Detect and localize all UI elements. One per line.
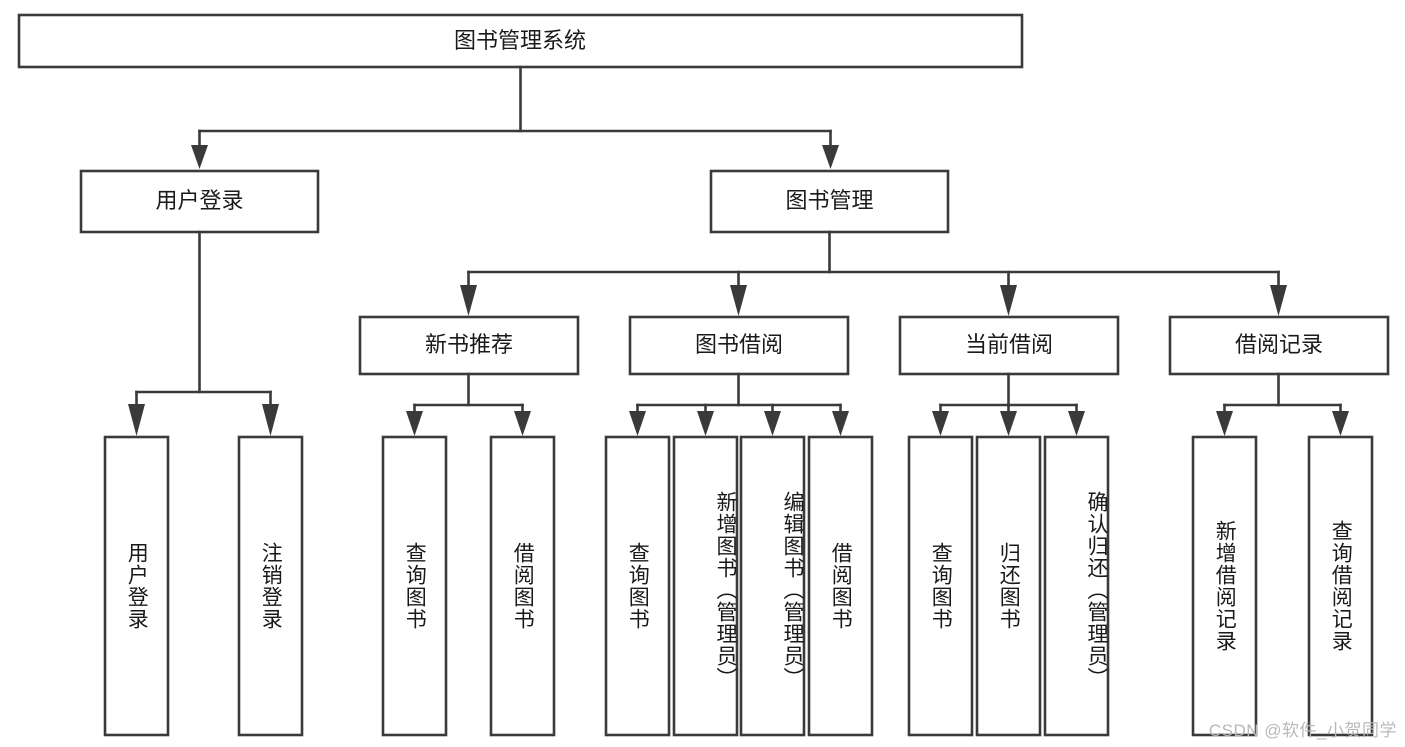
node-borrow-record[interactable] — [1168, 315, 1390, 376]
node-leaf-return-book[interactable] — [975, 435, 1042, 737]
node-user-login-label: 用户登录 — [155, 188, 243, 213]
node-book-management-label: 图书管理 — [785, 188, 873, 213]
watermark-text: CSDN @软件_小贺同学 — [1208, 721, 1397, 740]
arrow-icon-user-login-leaf-2 — [262, 404, 279, 436]
node-book-management[interactable] — [709, 169, 950, 234]
arrow-icon-root-to-user-login — [191, 145, 208, 169]
node-leaf-edit-book-admin[interactable] — [739, 435, 806, 737]
node-root-label: 图书管理系统 — [454, 28, 586, 53]
node-leaf-add-book-admin[interactable] — [672, 435, 739, 737]
arrow-icon-book-mgmt-to-new-book — [460, 285, 477, 316]
node-leaf-query-borrow-record[interactable] — [1307, 435, 1374, 737]
node-leaf-user-login[interactable] — [103, 435, 170, 737]
node-leaf-borrow-book-bb[interactable] — [807, 435, 874, 737]
arrow-icon-book-borrow-leaf-1 — [629, 411, 646, 436]
arrow-icon-book-mgmt-to-record — [1270, 285, 1287, 316]
arrow-icon-current-borrow-leaf-3 — [1068, 411, 1085, 436]
node-leaf-add-borrow-record[interactable] — [1191, 435, 1258, 737]
node-current-borrow-label: 当前借阅 — [965, 332, 1053, 357]
arrow-icon-book-borrow-leaf-3 — [764, 411, 781, 436]
arrow-icon-current-borrow-leaf-1 — [932, 411, 949, 436]
arrow-icon-borrow-record-leaf-2 — [1332, 411, 1349, 436]
node-root[interactable] — [17, 13, 1024, 69]
node-book-borrow[interactable] — [628, 315, 850, 376]
node-leaf-confirm-return-admin[interactable] — [1043, 435, 1110, 737]
arrow-icon-borrow-record-leaf-1 — [1216, 411, 1233, 436]
arrow-icon-root-to-book-mgmt — [822, 145, 839, 169]
node-new-book-recommend-label: 新书推荐 — [425, 332, 513, 357]
arrow-icon-current-borrow-leaf-2 — [1000, 411, 1017, 436]
node-leaf-query-book-cb[interactable] — [907, 435, 974, 737]
arrow-icon-book-mgmt-to-current — [1000, 285, 1017, 316]
arrow-icon-book-mgmt-to-borrow — [730, 285, 747, 316]
arrow-icon-new-book-leaf-1 — [406, 411, 423, 436]
arrow-icon-new-book-leaf-2 — [514, 411, 531, 436]
arrow-icon-user-login-leaf-1 — [128, 404, 145, 436]
arrow-icon-book-borrow-leaf-2 — [697, 411, 714, 436]
node-borrow-record-label: 借阅记录 — [1235, 332, 1323, 357]
node-current-borrow[interactable] — [898, 315, 1120, 376]
node-leaf-query-book-nb[interactable] — [381, 435, 448, 737]
arrow-icon-book-borrow-leaf-4 — [832, 411, 849, 436]
node-leaf-borrow-book-nb[interactable] — [489, 435, 556, 737]
node-new-book-recommend[interactable] — [358, 315, 580, 376]
node-leaf-query-book-bb[interactable] — [604, 435, 671, 737]
node-book-borrow-label: 图书借阅 — [695, 332, 783, 357]
node-leaf-user-logout[interactable] — [237, 435, 304, 737]
